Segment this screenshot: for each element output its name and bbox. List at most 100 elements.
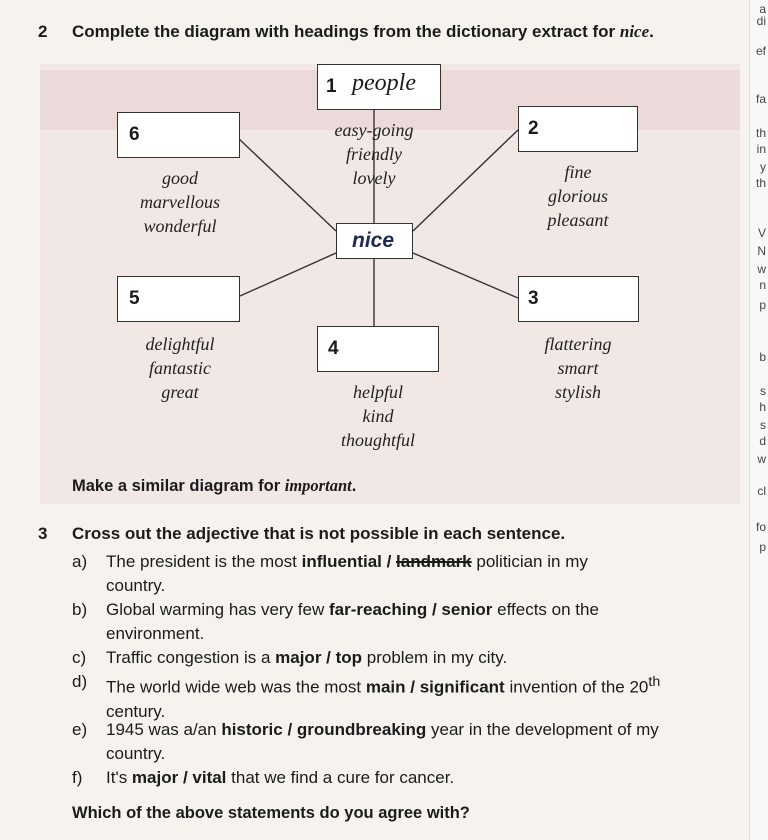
item-before: The president is the most [106, 552, 302, 571]
exercise-2-title-suffix: . [649, 22, 654, 41]
box-4-number: 4 [328, 338, 339, 359]
word: glorious [547, 186, 608, 206]
followup-suffix: . [351, 477, 357, 495]
diagram-box-2[interactable] [518, 106, 638, 152]
exercise-2-number: 2 [38, 22, 48, 41]
exercise-2-followup: Make a similar diagram for important. [72, 476, 356, 496]
adjective-option[interactable]: major [131, 768, 179, 787]
words-box2: fine glorious pleasant [536, 160, 620, 232]
item-letter: f) [72, 768, 83, 787]
adjective-option[interactable]: top [335, 648, 363, 667]
item-text: The president is the most influential / … [106, 550, 646, 598]
item-text: Global warming has very few far-reaching… [106, 598, 646, 646]
item-after: problem in my city. [362, 648, 508, 667]
option-separator: / [381, 552, 397, 571]
item-before: 1945 was a/an [106, 720, 222, 739]
box-1-number: 1 [326, 76, 337, 97]
words-box3: flattering smart stylish [532, 332, 624, 404]
margin-fragment: di [756, 14, 766, 28]
box-2-number: 2 [528, 118, 539, 139]
box-1-heading: people [352, 70, 416, 96]
word: easy-going [334, 120, 414, 140]
item-after: invention of the 20 [504, 677, 649, 697]
margin-fragment: h [759, 400, 766, 414]
line-to-box-6 [236, 136, 337, 232]
adjective-option[interactable]: vital [192, 768, 227, 787]
diagram-box-4[interactable] [317, 326, 439, 372]
margin-fragment: th [755, 176, 766, 190]
margin-fragment: ef [755, 44, 766, 58]
item-after: effects on the environment. [106, 600, 599, 643]
word: fine [564, 162, 592, 182]
option-separator: / [282, 720, 297, 739]
margin-fragment: fo [755, 520, 766, 534]
adjective-option[interactable]: historic [221, 720, 283, 739]
margin-fragment: b [759, 350, 766, 364]
option-separator: / [178, 768, 193, 787]
diagram-box-5[interactable] [117, 276, 240, 322]
adjective-option[interactable]: main [365, 677, 406, 697]
item-after: that we find a cure for cancer. [226, 768, 455, 787]
margin-fragment: p [759, 298, 766, 312]
words-box6: good marvellous wonderful [130, 166, 230, 238]
item-letter: e) [72, 720, 88, 739]
adjective-option-struck[interactable]: landmark [396, 552, 472, 571]
adjective-option[interactable]: influential [301, 552, 382, 571]
word: stylish [554, 382, 601, 402]
box-6-number: 6 [129, 124, 140, 145]
item-text: Traffic congestion is a major / top prob… [106, 646, 706, 670]
diagram-box-3[interactable] [518, 276, 639, 322]
exercise-3-number: 3 [38, 524, 48, 543]
diagram-box-1[interactable] [317, 64, 441, 110]
exercise-2-title-word: nice [619, 22, 650, 41]
adjective-option[interactable]: major [275, 648, 322, 667]
item-letter: b) [72, 600, 88, 619]
exercise-3-title: Cross out the adjective that is not poss… [72, 524, 566, 543]
line-to-box-5 [239, 252, 337, 297]
exercise-3-question: Which of the above statements do you agr… [72, 804, 470, 822]
margin-fragment: N [757, 244, 766, 258]
margin-fragment: V [757, 226, 766, 240]
words-people: easy-going friendly lovely [334, 118, 414, 190]
item-before: It's [106, 768, 132, 787]
margin-fragment: w [757, 452, 766, 466]
margin-fragment: th [755, 126, 766, 140]
followup-text: Make a similar diagram for [72, 477, 285, 495]
box-5-number: 5 [129, 288, 140, 309]
margin-fragment: fa [755, 92, 766, 106]
adjective-option[interactable]: far-reaching [328, 600, 428, 619]
option-separator: / [427, 600, 442, 619]
word: delightful [145, 334, 215, 354]
superscript: th [648, 674, 661, 690]
margin-fragment: s [760, 418, 766, 432]
adjective-option[interactable]: significant [419, 677, 505, 697]
word: lovely [352, 168, 396, 188]
item-before: The world wide web was the most [106, 677, 366, 697]
diagram-box-6[interactable] [117, 112, 240, 158]
words-box5: delightful fantastic great [130, 332, 230, 404]
margin-fragment: n [759, 278, 766, 292]
diagram-center-word: nice [352, 229, 395, 252]
item-letter: d) [72, 672, 88, 691]
followup-word: important [284, 476, 352, 495]
item-text: It's major / vital that we find a cure f… [106, 766, 706, 790]
word: wonderful [143, 216, 217, 236]
adjective-option[interactable]: groundbreaking [296, 720, 427, 739]
word: kind [362, 406, 394, 426]
option-separator: / [321, 648, 336, 667]
item-text: 1945 was a/an historic / groundbreaking … [106, 718, 686, 766]
word: helpful [353, 382, 403, 402]
word: great [161, 382, 199, 402]
diagram-center-box [336, 223, 413, 259]
margin-fragment: y [760, 160, 766, 174]
box-3-number: 3 [528, 288, 539, 309]
word: friendly [346, 144, 402, 164]
item-after: year in the development of my country. [106, 720, 659, 763]
adjective-option[interactable]: senior [441, 600, 493, 619]
margin-fragment: w [757, 262, 766, 276]
item-after: politician in my country. [106, 552, 588, 595]
exercise-2-title-text: Complete the diagram with headings from … [72, 22, 620, 41]
word: good [162, 168, 198, 188]
item-before: Global warming has very few [106, 600, 329, 619]
option-separator: / [405, 677, 420, 697]
